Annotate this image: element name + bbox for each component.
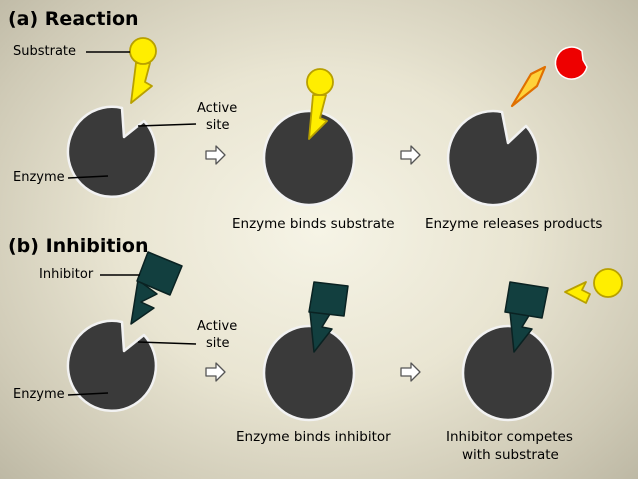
enzyme-shape (446, 109, 540, 207)
inhibitor-molecule (130, 251, 183, 325)
caption-inhibitor-competes-line1: Inhibitor competes (446, 429, 573, 445)
active-site-label-line1: Active (197, 319, 238, 334)
product-diamond (510, 65, 547, 108)
enzyme-pointer-line (67, 392, 109, 396)
competing-substrate-molecule (564, 268, 623, 304)
active-site-label-line2: site (206, 118, 230, 133)
enzyme-substrate-complex (262, 68, 356, 207)
section-a-heading: (a) Reaction (8, 8, 139, 30)
enzyme-label: Enzyme (13, 387, 65, 402)
enzyme-shape (66, 319, 158, 413)
substrate-molecule (129, 37, 157, 104)
caption-enzyme-binds-substrate: Enzyme binds substrate (232, 216, 395, 232)
caption-enzyme-releases-products: Enzyme releases products (425, 216, 603, 232)
section-b-heading: (b) Inhibition (8, 235, 149, 257)
enzyme-inhibitor-complex (262, 281, 356, 422)
substrate-label: Substrate (13, 44, 77, 59)
arrow-right-icon (400, 362, 421, 382)
active-site-pointer-line (137, 341, 197, 345)
arrow-right-icon (205, 362, 226, 382)
enzyme-pointer-line (67, 175, 109, 179)
caption-enzyme-binds-inhibitor: Enzyme binds inhibitor (236, 429, 391, 445)
active-site-label-line2: site (206, 336, 230, 351)
enzyme-label: Enzyme (13, 170, 65, 185)
enzyme-shape (66, 105, 158, 199)
product-pacman (554, 46, 588, 80)
enzyme-inhibitor-complex (461, 281, 555, 422)
arrow-right-icon (205, 145, 226, 165)
caption-inhibitor-competes-line2: with substrate (462, 447, 559, 463)
arrow-right-icon (400, 145, 421, 165)
inhibitor-label: Inhibitor (39, 267, 94, 282)
active-site-pointer-line (137, 123, 197, 127)
active-site-label-line1: Active (197, 101, 238, 116)
